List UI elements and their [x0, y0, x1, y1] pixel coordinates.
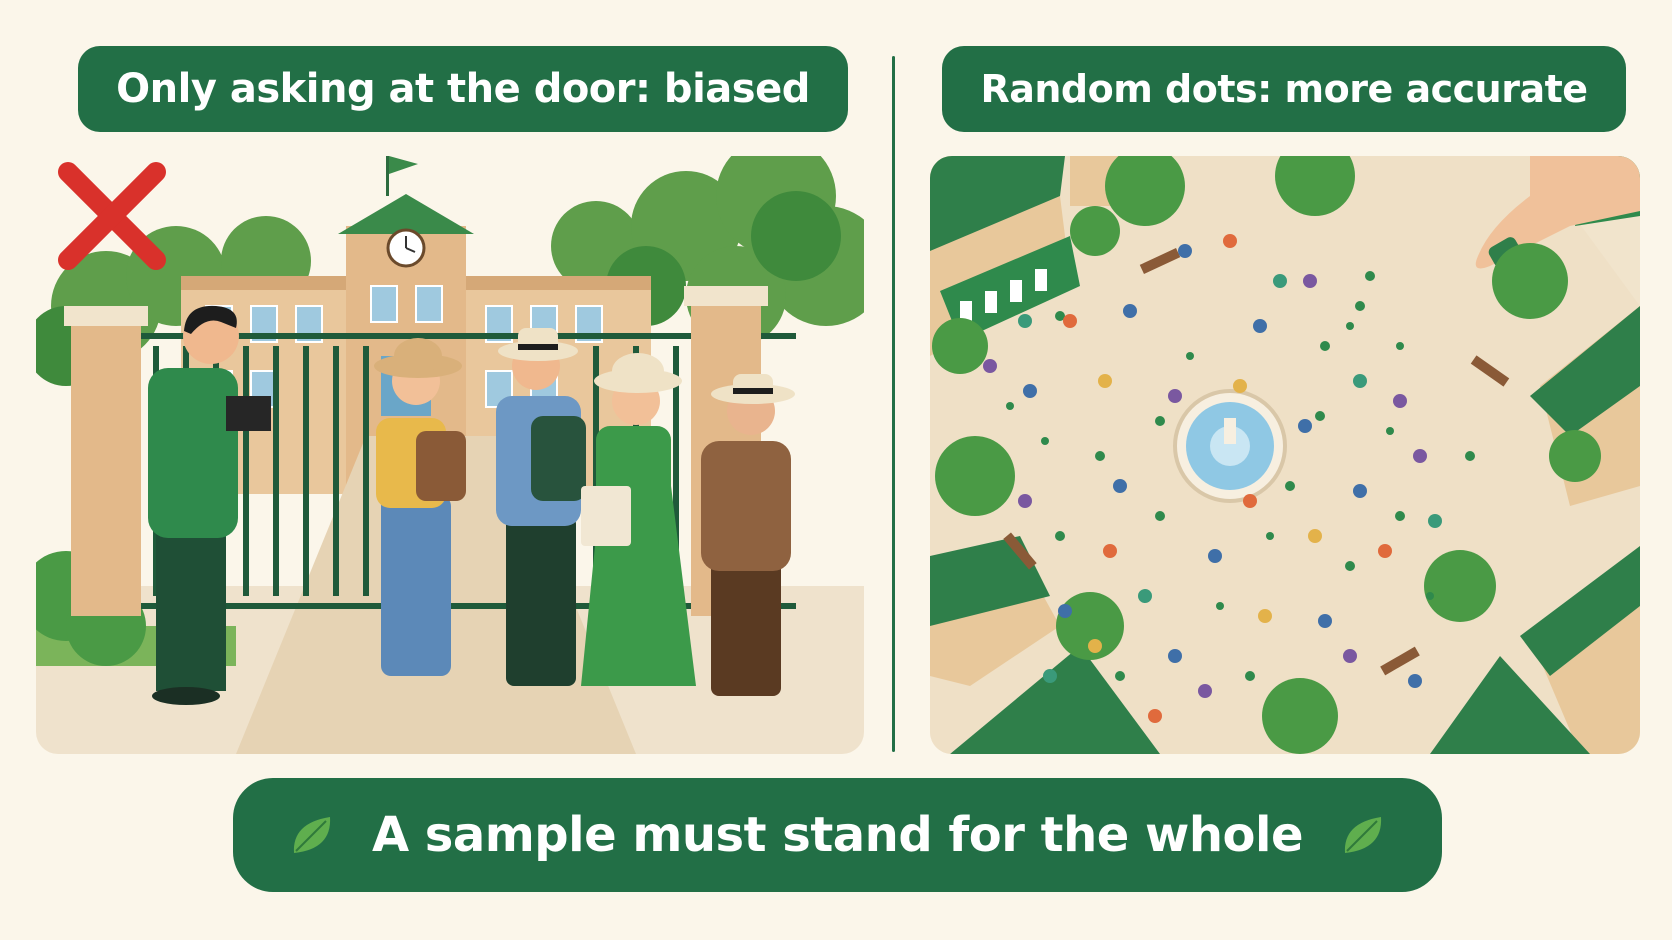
right-caption-text: Random dots: more accurate [980, 67, 1588, 111]
gate-scene-svg [36, 156, 864, 754]
fountain [1173, 389, 1287, 503]
surveyor-figure [148, 305, 271, 705]
cross-icon [58, 162, 166, 270]
plaza-trees [932, 156, 1601, 754]
benches [1003, 248, 1510, 676]
conclusion-banner: A sample must stand for the whole [233, 778, 1442, 892]
crowd-and-random-dots [983, 234, 1475, 723]
conclusion-text: A sample must stand for the whole [371, 807, 1304, 863]
leaf-icon [1344, 817, 1382, 853]
panel-divider [892, 56, 895, 752]
random-sampling-illustration [930, 156, 1640, 754]
right-caption-banner: Random dots: more accurate [942, 46, 1626, 132]
crowd-at-gate [374, 328, 795, 696]
leaf-icon [293, 817, 331, 853]
biased-sampling-illustration [36, 156, 864, 754]
left-caption-text: Only asking at the door: biased [116, 66, 810, 112]
plaza-scene-svg [930, 156, 1640, 754]
left-caption-banner: Only asking at the door: biased [78, 46, 848, 132]
plaza-buildings [930, 156, 1640, 754]
